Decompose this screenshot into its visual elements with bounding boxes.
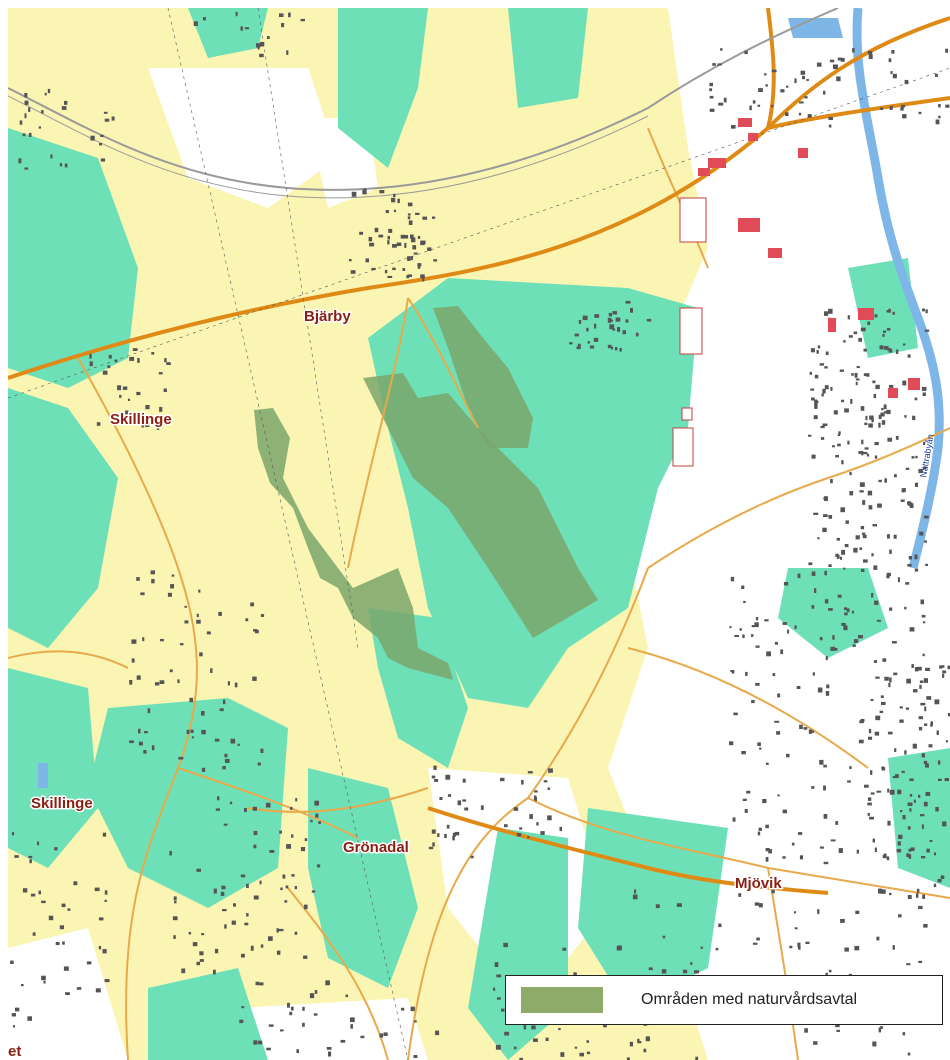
railway (8, 8, 839, 199)
map-svg: Nättrabyån Bjärby Skillinge Skillinge Gr… (8, 8, 950, 1060)
place-label-mjovik: Mjövik (735, 875, 782, 892)
conservation-areas (254, 306, 598, 680)
main-roads (8, 8, 950, 895)
sports-facilities (672, 197, 707, 467)
legend-label: Områden med naturvårdsavtal (641, 991, 858, 1008)
place-label-edge-left: et (8, 1043, 21, 1060)
map-canvas[interactable]: Nättrabyån Bjärby Skillinge Skillinge Gr… (8, 8, 950, 1060)
buildings (10, 11, 950, 1060)
map-legend: Områden med naturvårdsavtal (505, 975, 943, 1025)
minor-roads (8, 127, 950, 1060)
place-label-skillinge-south: Skillinge (31, 795, 93, 812)
legend-swatch (521, 987, 603, 1013)
power-lines (8, 8, 950, 1060)
place-label-bjarby: Bjärby (304, 308, 351, 325)
place-label-skillinge-north: Skillinge (110, 411, 172, 428)
public-buildings (698, 118, 920, 398)
place-label-gronadal: Grönadal (343, 839, 409, 856)
